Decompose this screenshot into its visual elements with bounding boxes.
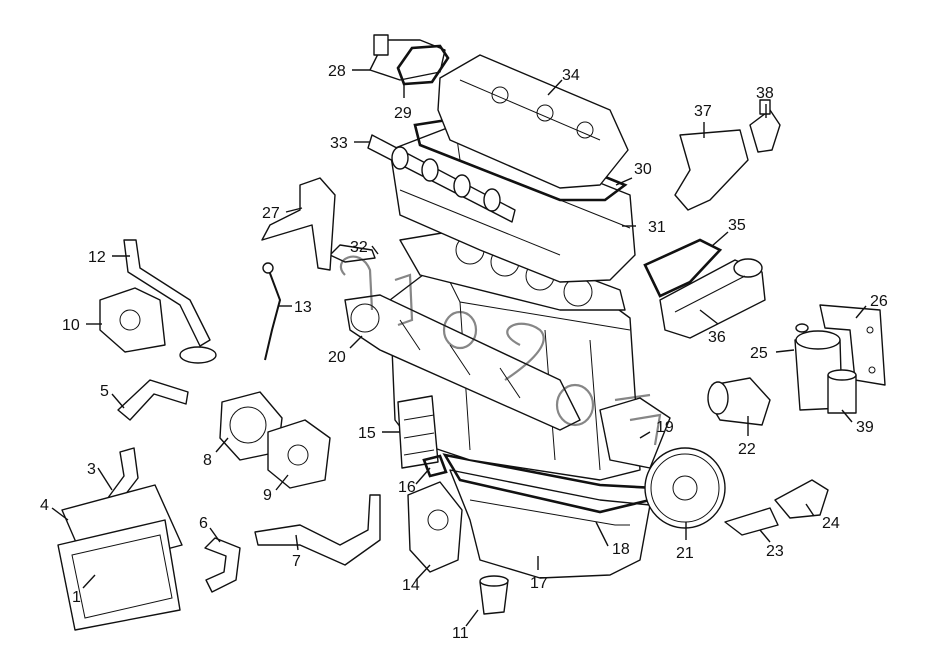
callout-31: 31 [648, 219, 666, 236]
callout-16: 16 [398, 479, 416, 496]
callout-29: 29 [394, 105, 412, 122]
watermark-logo [339, 255, 662, 446]
part-bracket [261, 177, 336, 271]
callout-12: 12 [88, 249, 106, 266]
callout-labels: 1 3 4 5 6 7 8 9 10 11 12 13 14 15 16 17 … [40, 63, 888, 642]
callout-35: 35 [728, 217, 746, 234]
part-engine-mount [774, 479, 829, 519]
part-filter-element [827, 369, 857, 414]
callout-38: 38 [756, 85, 774, 102]
callout-5: 5 [100, 383, 109, 400]
callout-32: 32 [350, 239, 368, 256]
callout-25: 25 [750, 345, 768, 362]
callout-24: 24 [822, 515, 840, 532]
callout-34: 34 [562, 67, 580, 84]
part-link-arm [724, 507, 779, 536]
part-egr-cooler [659, 258, 766, 339]
part-egr-gasket [643, 238, 723, 298]
part-sensor [749, 99, 781, 153]
callout-21: 21 [676, 545, 694, 562]
callout-15: 15 [358, 425, 376, 442]
callout-27: 27 [262, 205, 280, 222]
part-cam-cover [437, 54, 629, 189]
callout-28: 28 [328, 63, 346, 80]
part-fuel-pump [267, 419, 331, 489]
callout-10: 10 [62, 317, 80, 334]
part-mount-bracket [674, 129, 749, 211]
callout-18: 18 [612, 541, 630, 558]
callout-7: 7 [292, 553, 301, 570]
callout-11: 11 [452, 625, 469, 642]
part-oil-filter-housing [407, 481, 463, 573]
part-flywheel [644, 447, 726, 529]
callout-8: 8 [203, 452, 212, 469]
part-vacuum-pump [99, 287, 166, 353]
callout-3: 3 [87, 461, 96, 478]
callout-20: 20 [328, 349, 346, 366]
callout-36: 36 [708, 329, 726, 346]
part-oil-filter [479, 575, 509, 615]
part-hose-6 [204, 537, 241, 593]
callout-39: 39 [856, 419, 874, 436]
part-intercooler-panel [57, 519, 181, 631]
part-dipstick [264, 267, 282, 361]
part-coolant-pipe [123, 239, 217, 364]
callout-30: 30 [634, 161, 652, 178]
part-oil-sump [449, 469, 651, 579]
callout-17: 17 [530, 575, 548, 592]
callout-1: 1 [72, 589, 81, 606]
callout-19: 19 [656, 419, 674, 436]
part-thermostat-housing [369, 34, 446, 81]
part-starter-motor [707, 377, 771, 426]
part-camshaft [367, 134, 516, 223]
callout-4: 4 [40, 497, 49, 514]
part-dipstick-handle [262, 262, 274, 274]
callout-26: 26 [870, 293, 888, 310]
callout-37: 37 [694, 103, 712, 120]
leader-lines [51, 69, 867, 627]
callout-6: 6 [199, 515, 208, 532]
part-oil-cooler [397, 395, 439, 469]
callout-9: 9 [263, 487, 272, 504]
callout-13: 13 [294, 299, 312, 316]
callout-33: 33 [330, 135, 348, 152]
callout-14: 14 [402, 577, 420, 594]
part-hose-7 [254, 494, 381, 566]
callout-22: 22 [738, 441, 756, 458]
callout-23: 23 [766, 543, 784, 560]
part-hose-5 [117, 379, 189, 421]
